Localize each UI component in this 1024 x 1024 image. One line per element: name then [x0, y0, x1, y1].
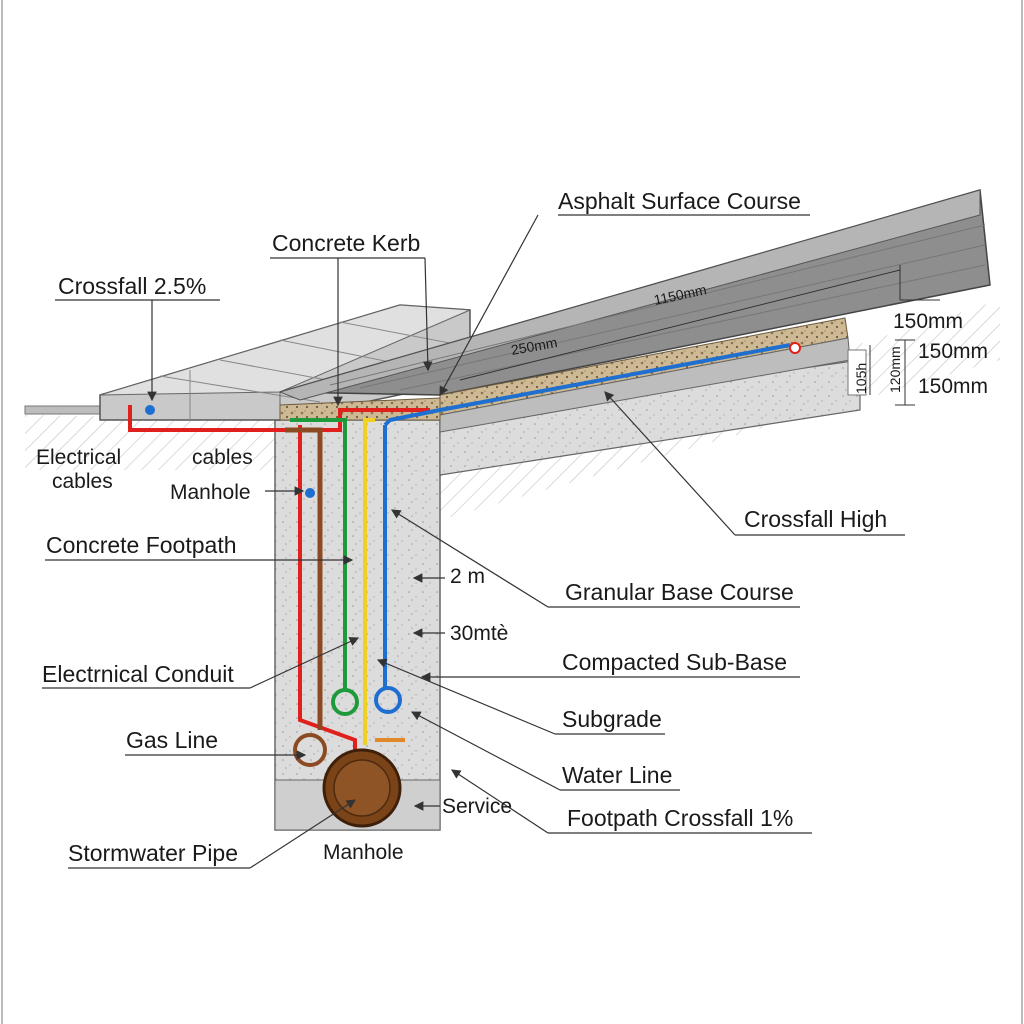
dim-250: 250mm [510, 334, 559, 358]
label-electrical-conduit: Electrnical Conduit [42, 661, 234, 687]
green-conduit [290, 418, 347, 690]
label-electrical-cables-2: cables [52, 470, 113, 493]
label-water-line: Water Line [562, 762, 672, 788]
kerb-small-conduit [145, 405, 155, 415]
label-footpath-crossfall: Footpath Crossfall 1% [567, 805, 793, 831]
label-manhole-upper: Manhole [170, 481, 251, 504]
dim-150-a: 150mm [893, 310, 963, 333]
dim-150-c: 150mm [918, 375, 988, 398]
label-electrical-cables-1: Electrical [36, 446, 121, 469]
asphalt-surface [278, 189, 991, 401]
label-crossfall-high: Crossfall High [744, 506, 887, 532]
yellow-line [363, 418, 375, 745]
label-depth-2m: 2 m [450, 565, 485, 588]
label-gas-line: Gas Line [126, 727, 218, 753]
water-line-end-cap [789, 342, 801, 354]
label-crossfall-2-5: Crossfall 2.5% [58, 273, 206, 299]
footpath-slab-edge [24, 405, 106, 415]
label-service: Service [442, 795, 512, 818]
label-concrete-kerb: Concrete Kerb [272, 230, 420, 256]
label-subgrade: Subgrade [562, 706, 662, 732]
label-stormwater-pipe: Stormwater Pipe [68, 840, 238, 866]
label-asphalt-surface-course: Asphalt Surface Course [558, 188, 801, 214]
blue-water-pipe-end [374, 686, 402, 714]
electrical-cable-line [128, 405, 430, 432]
green-conduit-pipe-end [331, 688, 359, 716]
leader-lines [42, 214, 905, 869]
label-concrete-footpath: Concrete Footpath [46, 532, 237, 558]
label-cables: cables [192, 446, 253, 469]
manhole-marker-dot [305, 488, 315, 498]
dim-105: 105h [853, 363, 869, 394]
label-depth-30: 30mtè [450, 622, 508, 645]
gas-line-pipe [285, 427, 323, 730]
dim-150-b: 150mm [918, 340, 988, 363]
blue-water-line [383, 343, 791, 427]
dim-120: 120mm [887, 346, 903, 393]
label-granular-base-course: Granular Base Course [565, 579, 794, 605]
dimension-marks [459, 265, 940, 406]
label-compacted-sub-base: Compacted Sub-Base [562, 649, 787, 675]
gas-line-pipe-end [293, 733, 327, 767]
label-manhole-lower: Manhole [323, 841, 404, 864]
